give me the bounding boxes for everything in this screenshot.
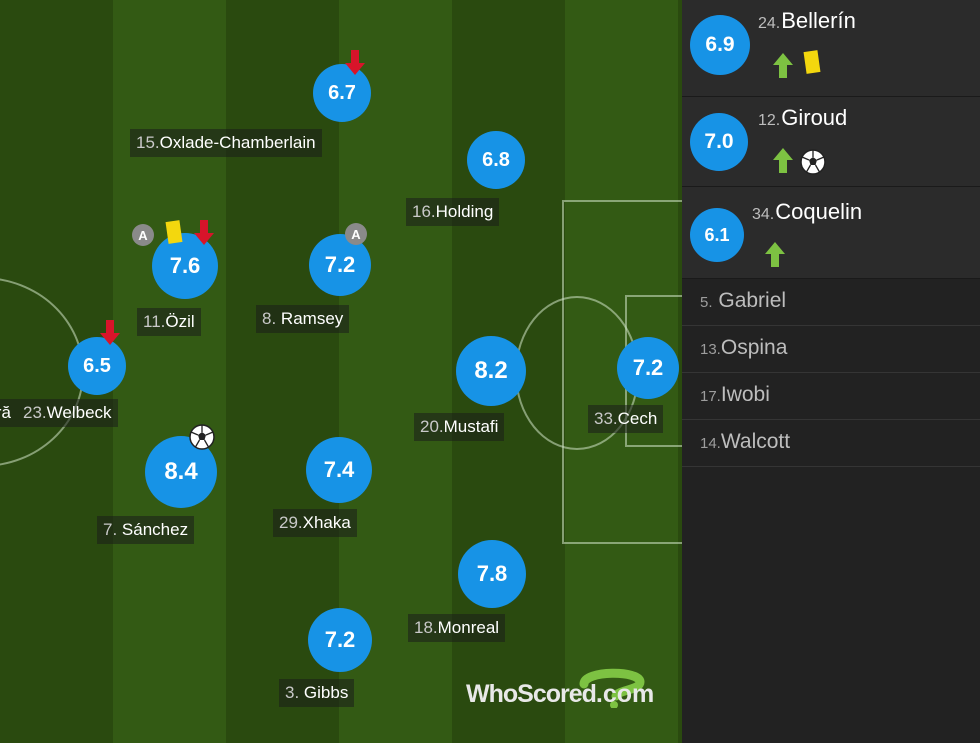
substitutes-panel: 6.9 24.Bellerín 7.0 12.Giroud 6.1 34.Coq… [682, 0, 980, 743]
bench-row-iwobi[interactable]: 17.Iwobi [682, 373, 980, 420]
offscreen-player-label: iră [0, 399, 17, 427]
player-label: 16.Holding [406, 198, 500, 226]
rating-bubble: 7.2 [309, 234, 371, 296]
player-label: 15.Oxlade-Chamberlain [130, 129, 322, 157]
goal-ball-icon [800, 149, 826, 175]
rating-bubble: 6.8 [467, 131, 525, 189]
substitute-name: 12.Giroud [758, 105, 848, 130]
rating-bubble: 6.5 [68, 337, 126, 395]
player-label: 11.Özil [137, 308, 201, 336]
substitute-name: 24.Bellerín [758, 8, 856, 33]
substitute-row-coquelin[interactable]: 6.1 34.Coquelin [682, 187, 980, 279]
substitute-row-bellerin[interactable]: 6.9 24.Bellerín [682, 0, 980, 97]
player-label: 7. Sánchez [97, 516, 195, 544]
player-label: 33.Cech [588, 405, 664, 433]
whoscored-logo: WhoScored.com [466, 668, 655, 709]
rating-bubble: 6.1 [690, 208, 744, 262]
rating-bubble: 7.8 [458, 540, 526, 608]
player-label: 29.Xhaka [273, 509, 357, 537]
bench-row-walcott[interactable]: 14.Walcott [682, 420, 980, 467]
bench-row-gabriel[interactable]: 5. Gabriel [682, 279, 980, 326]
sub-off-icon [194, 220, 214, 245]
player-label: 20.Mustafi [414, 413, 505, 441]
player-label: 18.Monreal [408, 614, 506, 642]
player-label: 23.Welbeck [17, 399, 118, 427]
rating-bubble: 6.9 [690, 15, 750, 75]
captain-badge: A [345, 223, 367, 245]
sub-on-icon [765, 242, 785, 267]
rating-bubble: 8.2 [456, 336, 526, 406]
captain-badge: A [132, 224, 154, 246]
pitch: 6.7 15.Oxlade-Chamberlain 6.8 16.Holding… [0, 0, 682, 743]
player-label: 8. Ramsey [256, 305, 350, 333]
penalty-box [562, 200, 682, 544]
rating-bubble: 6.7 [313, 64, 371, 122]
rating-bubble: 7.2 [308, 608, 372, 672]
yellow-card-icon [165, 220, 183, 244]
rating-bubble: 7.6 [152, 233, 218, 299]
sub-off-icon [345, 50, 365, 75]
logo-text: WhoScored [466, 680, 597, 708]
rating-bubble: 7.0 [690, 113, 748, 171]
bench-row-ospina[interactable]: 13.Ospina [682, 326, 980, 373]
logo-domain: .com [595, 680, 655, 708]
substitute-name: 34.Coquelin [752, 199, 863, 224]
sub-on-icon [773, 148, 793, 173]
yellow-card-icon [803, 50, 821, 74]
rating-bubble: 7.4 [306, 437, 372, 503]
sub-off-icon [100, 320, 120, 345]
goal-ball-icon [189, 424, 215, 450]
rating-bubble: 7.2 [617, 337, 679, 399]
substitute-row-giroud[interactable]: 7.0 12.Giroud [682, 97, 980, 187]
sub-on-icon [773, 53, 793, 78]
question-mark-logo-icon [579, 668, 645, 708]
player-label: 3. Gibbs [279, 679, 355, 707]
